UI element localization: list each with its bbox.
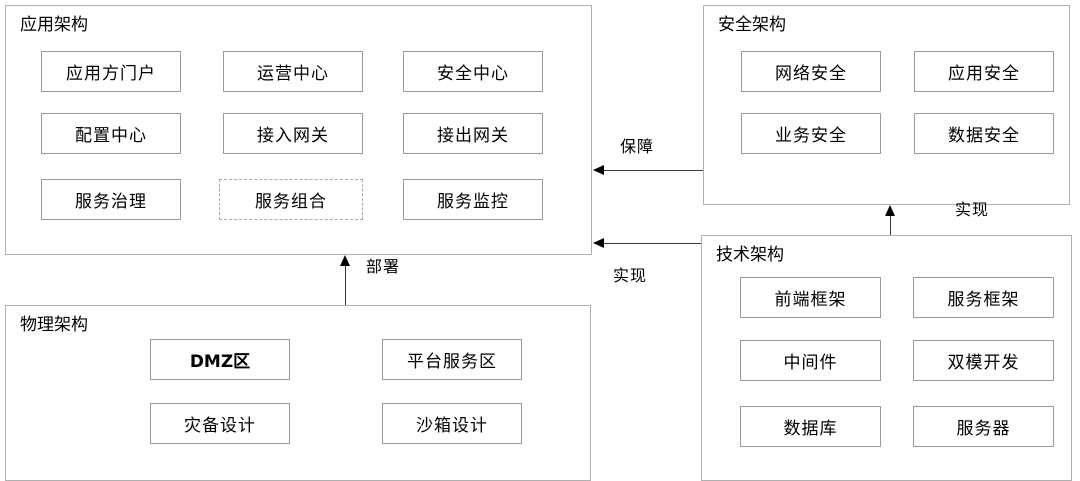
- node-business-security[interactable]: 业务安全: [741, 113, 881, 154]
- node-service-governance[interactable]: 服务治理: [41, 179, 181, 220]
- edge-arrow-technical-to-application: [593, 237, 604, 248]
- node-application-security[interactable]: 应用安全: [914, 51, 1054, 92]
- node-server[interactable]: 服务器: [913, 406, 1054, 447]
- panel-security: 安全架构: [703, 5, 1070, 205]
- panel-security-title: 安全架构: [718, 15, 786, 35]
- panel-application-title: 应用架构: [20, 15, 88, 35]
- panel-physical-title: 物理架构: [20, 315, 88, 335]
- node-network-security[interactable]: 网络安全: [741, 51, 881, 92]
- node-operations-center[interactable]: 运营中心: [223, 51, 363, 92]
- node-dmz-zone[interactable]: DMZ区: [150, 339, 290, 380]
- edge-arrow-security-to-application: [593, 164, 604, 175]
- node-config-center[interactable]: 配置中心: [41, 113, 181, 154]
- node-sandbox-design[interactable]: 沙箱设计: [382, 403, 522, 444]
- node-frontend-framework[interactable]: 前端框架: [740, 277, 881, 318]
- edge-line-technical-to-security: [890, 216, 891, 235]
- node-service-monitoring[interactable]: 服务监控: [403, 179, 543, 220]
- panel-physical: 物理架构: [5, 305, 591, 481]
- edge-label-technical-to-application: 实现: [613, 266, 648, 285]
- edge-arrow-technical-to-security: [884, 205, 895, 216]
- panel-technical-title: 技术架构: [716, 245, 784, 265]
- edge-line-physical-to-application: [345, 266, 346, 305]
- node-middleware[interactable]: 中间件: [740, 340, 881, 381]
- edge-label-physical-to-application: 部署: [366, 257, 401, 276]
- node-ingress-gateway[interactable]: 接入网关: [223, 113, 363, 154]
- node-platform-service-zone[interactable]: 平台服务区: [382, 339, 522, 380]
- node-data-security[interactable]: 数据安全: [914, 113, 1054, 154]
- edge-line-technical-to-application: [604, 243, 701, 244]
- node-app-portal[interactable]: 应用方门户: [41, 51, 181, 92]
- node-service-composition[interactable]: 服务组合: [219, 179, 363, 220]
- edge-line-security-to-application: [604, 170, 703, 171]
- edge-arrow-physical-to-application: [339, 255, 350, 266]
- node-service-framework[interactable]: 服务框架: [913, 277, 1054, 318]
- node-bimodal-development[interactable]: 双模开发: [913, 340, 1054, 381]
- node-disaster-recovery-design[interactable]: 灾备设计: [150, 403, 290, 444]
- node-database[interactable]: 数据库: [740, 406, 881, 447]
- node-security-center[interactable]: 安全中心: [403, 51, 543, 92]
- node-egress-gateway[interactable]: 接出网关: [403, 113, 543, 154]
- edge-label-technical-to-security: 实现: [955, 200, 990, 219]
- edge-label-security-to-application: 保障: [620, 137, 655, 156]
